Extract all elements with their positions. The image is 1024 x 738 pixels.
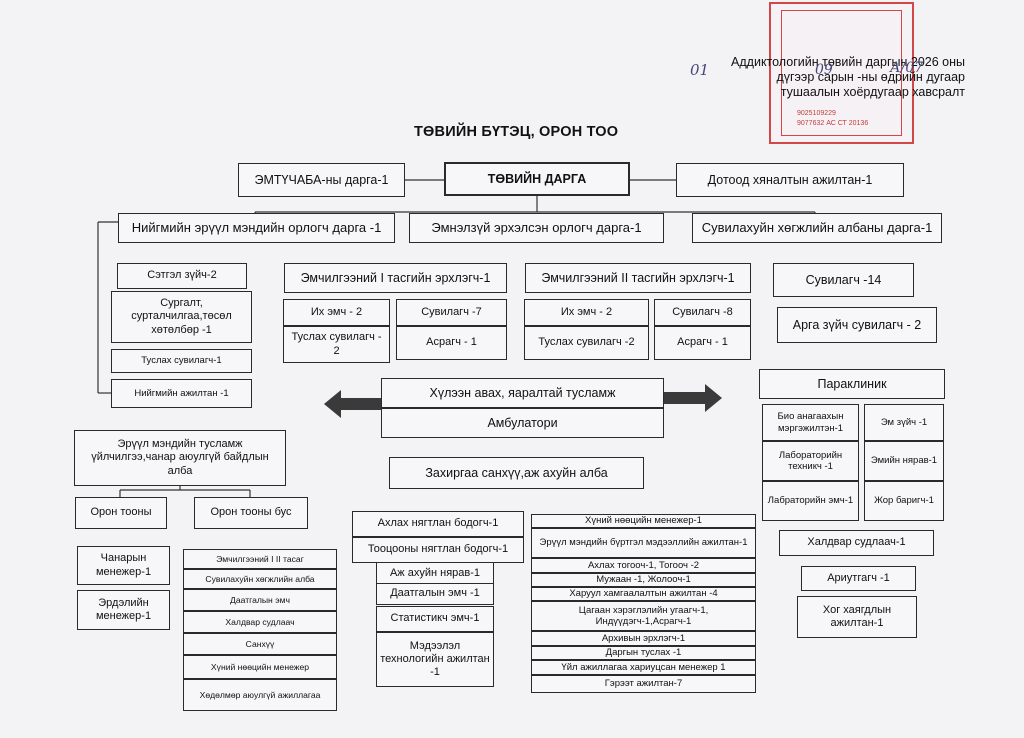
ward2-carer: Асрагч - 1 (654, 326, 751, 360)
deputy-clinical: Эмнэлзүй эрхэлсэн орлогч дарга-1 (409, 213, 664, 243)
nonstaffed-item: Даатгалын эмч (183, 589, 337, 611)
insurance-doctor: Даатгалын эмч -1 (376, 583, 494, 605)
nonstaffed-item: Халдвар судлаач (183, 611, 337, 633)
admin-staff-item: Ахлах тогооч-1, Тогооч -2 (531, 558, 756, 573)
deputy-rehab: Сувилахуйн хөгжлийн албаны дарга-1 (692, 213, 942, 243)
accountant: Тооцооны нягтлан бодогч-1 (352, 537, 524, 563)
admin-staff-item: Үйл ажиллагаа хариуцсан менежер 1 (531, 660, 756, 675)
sterilizer: Ариутгагч -1 (801, 566, 916, 591)
deputy-public-health: Нийгмийн эрүүл мэндийн орлогч дарга -1 (118, 213, 395, 243)
quality-staffed: Орон тооны (75, 497, 167, 529)
ethics-committee-head: ЭМТҮЧАБА-ны дарга-1 (238, 163, 405, 197)
handwritten-order: А/07 (890, 60, 924, 76)
psychologist: Сэтгэл зүйч-2 (117, 263, 247, 289)
paraclinic-title: Параклиник (759, 369, 945, 399)
it-officer: Мэдээлэл технологийн ажилтан -1 (376, 632, 494, 687)
rehab-nurses: Сувилагч -14 (773, 263, 914, 297)
nonstaffed-item: Эмчилгээний I II тасаг (183, 549, 337, 569)
paraclinic-lab-doctor: Лабраторийн эмч-1 (762, 481, 859, 521)
admin-staff-item: Мужаан -1, Жолооч-1 (531, 573, 756, 587)
admin-staff-item: Харуул хамгаалалтын ажилтан -4 (531, 587, 756, 601)
ward2-head: Эмчилгээний II тасгийн эрхлэгч-1 (525, 263, 751, 293)
quality-nonstaffed: Орон тооны бус (194, 497, 308, 529)
admin-staff-item: Эрүүл мэндийн бүртгэл мэдээллийн ажилтан… (531, 528, 756, 558)
admin-staff-item: Гэрээт ажилтан-7 (531, 675, 756, 693)
internal-audit-officer: Дотоод хяналтын ажилтан-1 (676, 163, 904, 197)
quality-manager: Чанарын менежер-1 (77, 546, 170, 585)
rehab-method-nurse: Арга зүйч сувилагч - 2 (777, 307, 937, 343)
handwritten-day: 09 (815, 62, 833, 78)
training-program: Сургалт, сурталчилгаа,төсөл хөтөлбөр -1 (111, 291, 252, 343)
paraclinic-pharmacist: Эм зүйч -1 (864, 404, 944, 441)
statistician: Статистикч эмч-1 (376, 606, 494, 632)
paraclinic-drug-keeper: Эмийн нярав-1 (864, 441, 944, 481)
page-title: ТӨВИЙН БҮТЭЦ, ОРОН ТОО (414, 124, 619, 140)
chief-accountant: Ахлах нягтлан бодогч-1 (352, 511, 524, 537)
official-stamp: 9025109229 9077632 АС СТ 20136 (769, 2, 914, 144)
ward2-nurse: Сувилагч -8 (654, 299, 751, 326)
admin-department: Захиргаа санхүү,аж ахуйн алба (389, 457, 644, 489)
ward1-doctor: Их эмч - 2 (283, 299, 390, 326)
ward1-assistant-nurse: Туслах сувилагч - 2 (283, 326, 390, 363)
header-line-3: тушаалын хоёрдугаар хавсралт (780, 85, 965, 99)
admin-staff-item: Архивын эрхлэгч-1 (531, 631, 756, 646)
social-worker: Нийгмийн ажилтан -1 (111, 379, 252, 408)
ergonomics-manager: Эрдэлийн менежер-1 (77, 590, 170, 630)
ward1-carer: Асрагч - 1 (396, 326, 507, 360)
admin-staff-item: Хүний нөөцийн менежер-1 (531, 514, 756, 528)
infection-researcher: Халдвар судлаач-1 (779, 530, 934, 556)
handwritten-month: 01 (690, 61, 710, 79)
nonstaffed-item: Хөдөлмөр аюулгүй ажиллагаа (183, 679, 337, 711)
ward1-head: Эмчилгээний I тасгийн эрхлэгч-1 (284, 263, 507, 293)
paraclinic-bio-analyst: Био анагаахын мэргэжилтэн-1 (762, 404, 859, 441)
nonstaffed-item: Хүний нөөцийн менежер (183, 655, 337, 679)
header-line-1: Аддиктологийн төвийн даргын 2026 оны (731, 55, 965, 69)
waste-worker: Хог хаягдлын ажилтан-1 (797, 596, 917, 638)
paraclinic-prescription: Жор баригч-1 (864, 481, 944, 521)
nonstaffed-item: Сувилахуйн хөгжлийн алба (183, 569, 337, 589)
paraclinic-lab-technician: Лабораторийн техникч -1 (762, 441, 859, 481)
emergency-unit: Хүлээн авах, яаралтай тусламж (381, 378, 664, 408)
ward2-assistant-nurse: Туслах сувилагч -2 (524, 326, 649, 360)
storekeeper: Аж ахуйн нярав-1 (376, 562, 494, 586)
header-line-2: дүгээр сарын -ны өдрийн дугаар (776, 70, 965, 84)
stamp-number-1: 9025109229 (797, 110, 836, 117)
ward2-doctor: Их эмч - 2 (524, 299, 649, 326)
nonstaffed-item: Санхүү (183, 633, 337, 655)
assistant-nurse: Туслах сувилагч-1 (111, 349, 252, 373)
admin-staff-item: Цагаан хэрэглэлийн угаагч-1, Индүүдэгч-1… (531, 601, 756, 631)
admin-staff-item: Даргын туслах -1 (531, 646, 756, 660)
stamp-number-2: 9077632 АС СТ 20136 (797, 120, 869, 127)
ward1-nurse: Сувилагч -7 (396, 299, 507, 326)
center-director: ТӨВИЙН ДАРГА (444, 162, 630, 196)
ambulatory-unit: Амбулатори (381, 408, 664, 438)
quality-department: Эрүүл мэндийн тусламж үйлчилгээ,чанар аю… (74, 430, 286, 486)
stamp-inner-border (781, 10, 902, 136)
document-header: Аддиктологийн төвийн даргын 2026 оны дүг… (700, 55, 965, 100)
